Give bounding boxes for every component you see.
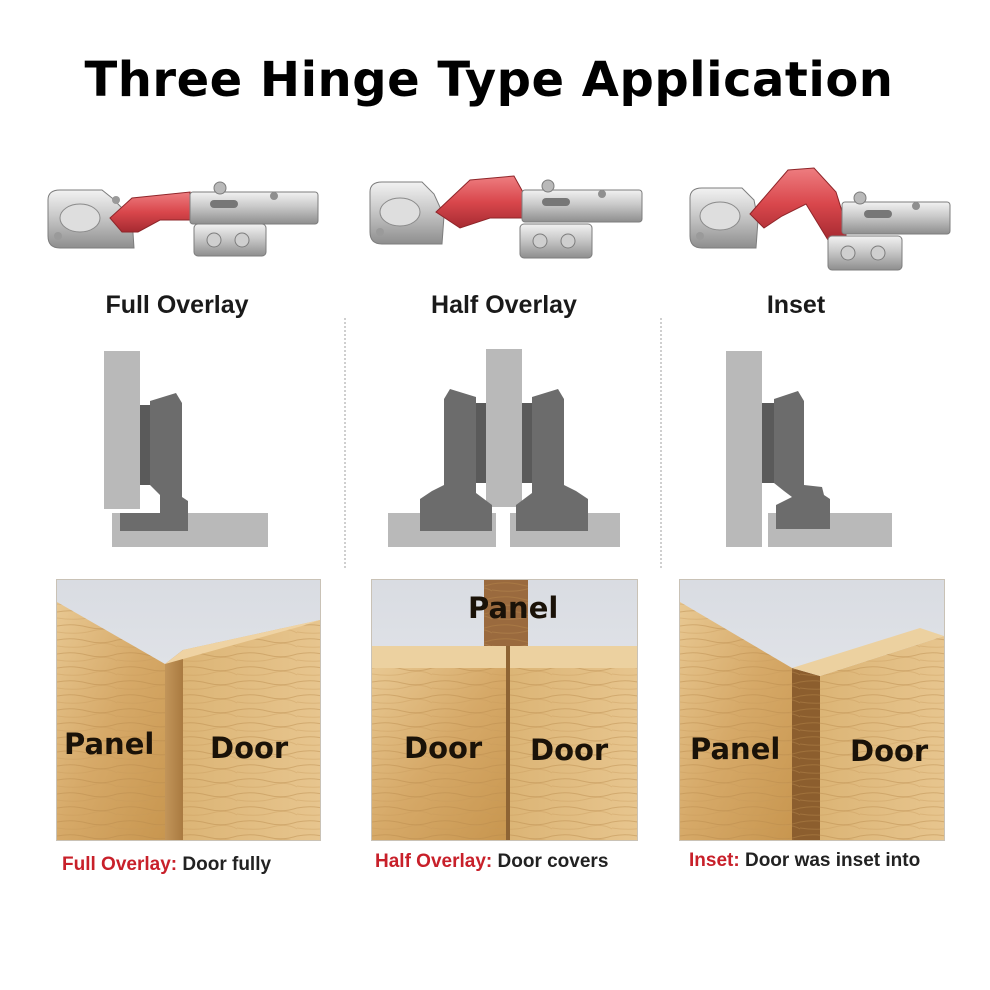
photo-label-door: Door [850, 734, 929, 768]
type-label-full-overlay: Full Overlay [105, 291, 249, 319]
photo-inset [679, 579, 945, 841]
photo-label-panel: Panel [690, 732, 781, 766]
page-title: Three Hinge Type Application [84, 52, 894, 108]
photo-label-panel: Panel [64, 727, 155, 761]
caption-sep: : [485, 851, 493, 872]
caption-sep: : [733, 850, 740, 871]
caption-text: Door covers [492, 851, 609, 872]
hinge-photo-inset [686, 164, 956, 283]
hinge-photo-half-overlay [364, 172, 648, 275]
photo-full-overlay [56, 579, 321, 841]
photo-label-door-right: Door [530, 733, 609, 767]
column-divider [344, 318, 346, 568]
diagram-full-overlay [100, 345, 275, 560]
type-label-inset: Inset [766, 291, 826, 319]
diagram-half-overlay [384, 345, 624, 560]
type-label-half-overlay: Half Overlay [431, 291, 577, 319]
photo-label-door: Door [210, 731, 289, 765]
caption-key: Half Overlay [375, 851, 486, 872]
caption-half-overlay: Half Overlay: Door covers [375, 851, 608, 873]
caption-full-overlay: Full Overlay: Door fully [62, 854, 271, 876]
caption-inset: Inset: Door was inset into [689, 850, 920, 872]
photo-label-panel: Panel [468, 591, 559, 625]
caption-key: Inset [689, 850, 734, 871]
photo-label-door-left: Door [404, 731, 483, 765]
column-divider [660, 318, 662, 568]
diagram-inset [722, 345, 897, 560]
caption-key: Full Overlay [62, 854, 171, 875]
caption-sep: : [170, 854, 178, 875]
caption-text: Door was inset into [739, 850, 921, 871]
caption-text: Door fully [177, 854, 272, 875]
photo-half-overlay [371, 579, 638, 841]
hinge-photo-full-overlay [42, 178, 322, 273]
